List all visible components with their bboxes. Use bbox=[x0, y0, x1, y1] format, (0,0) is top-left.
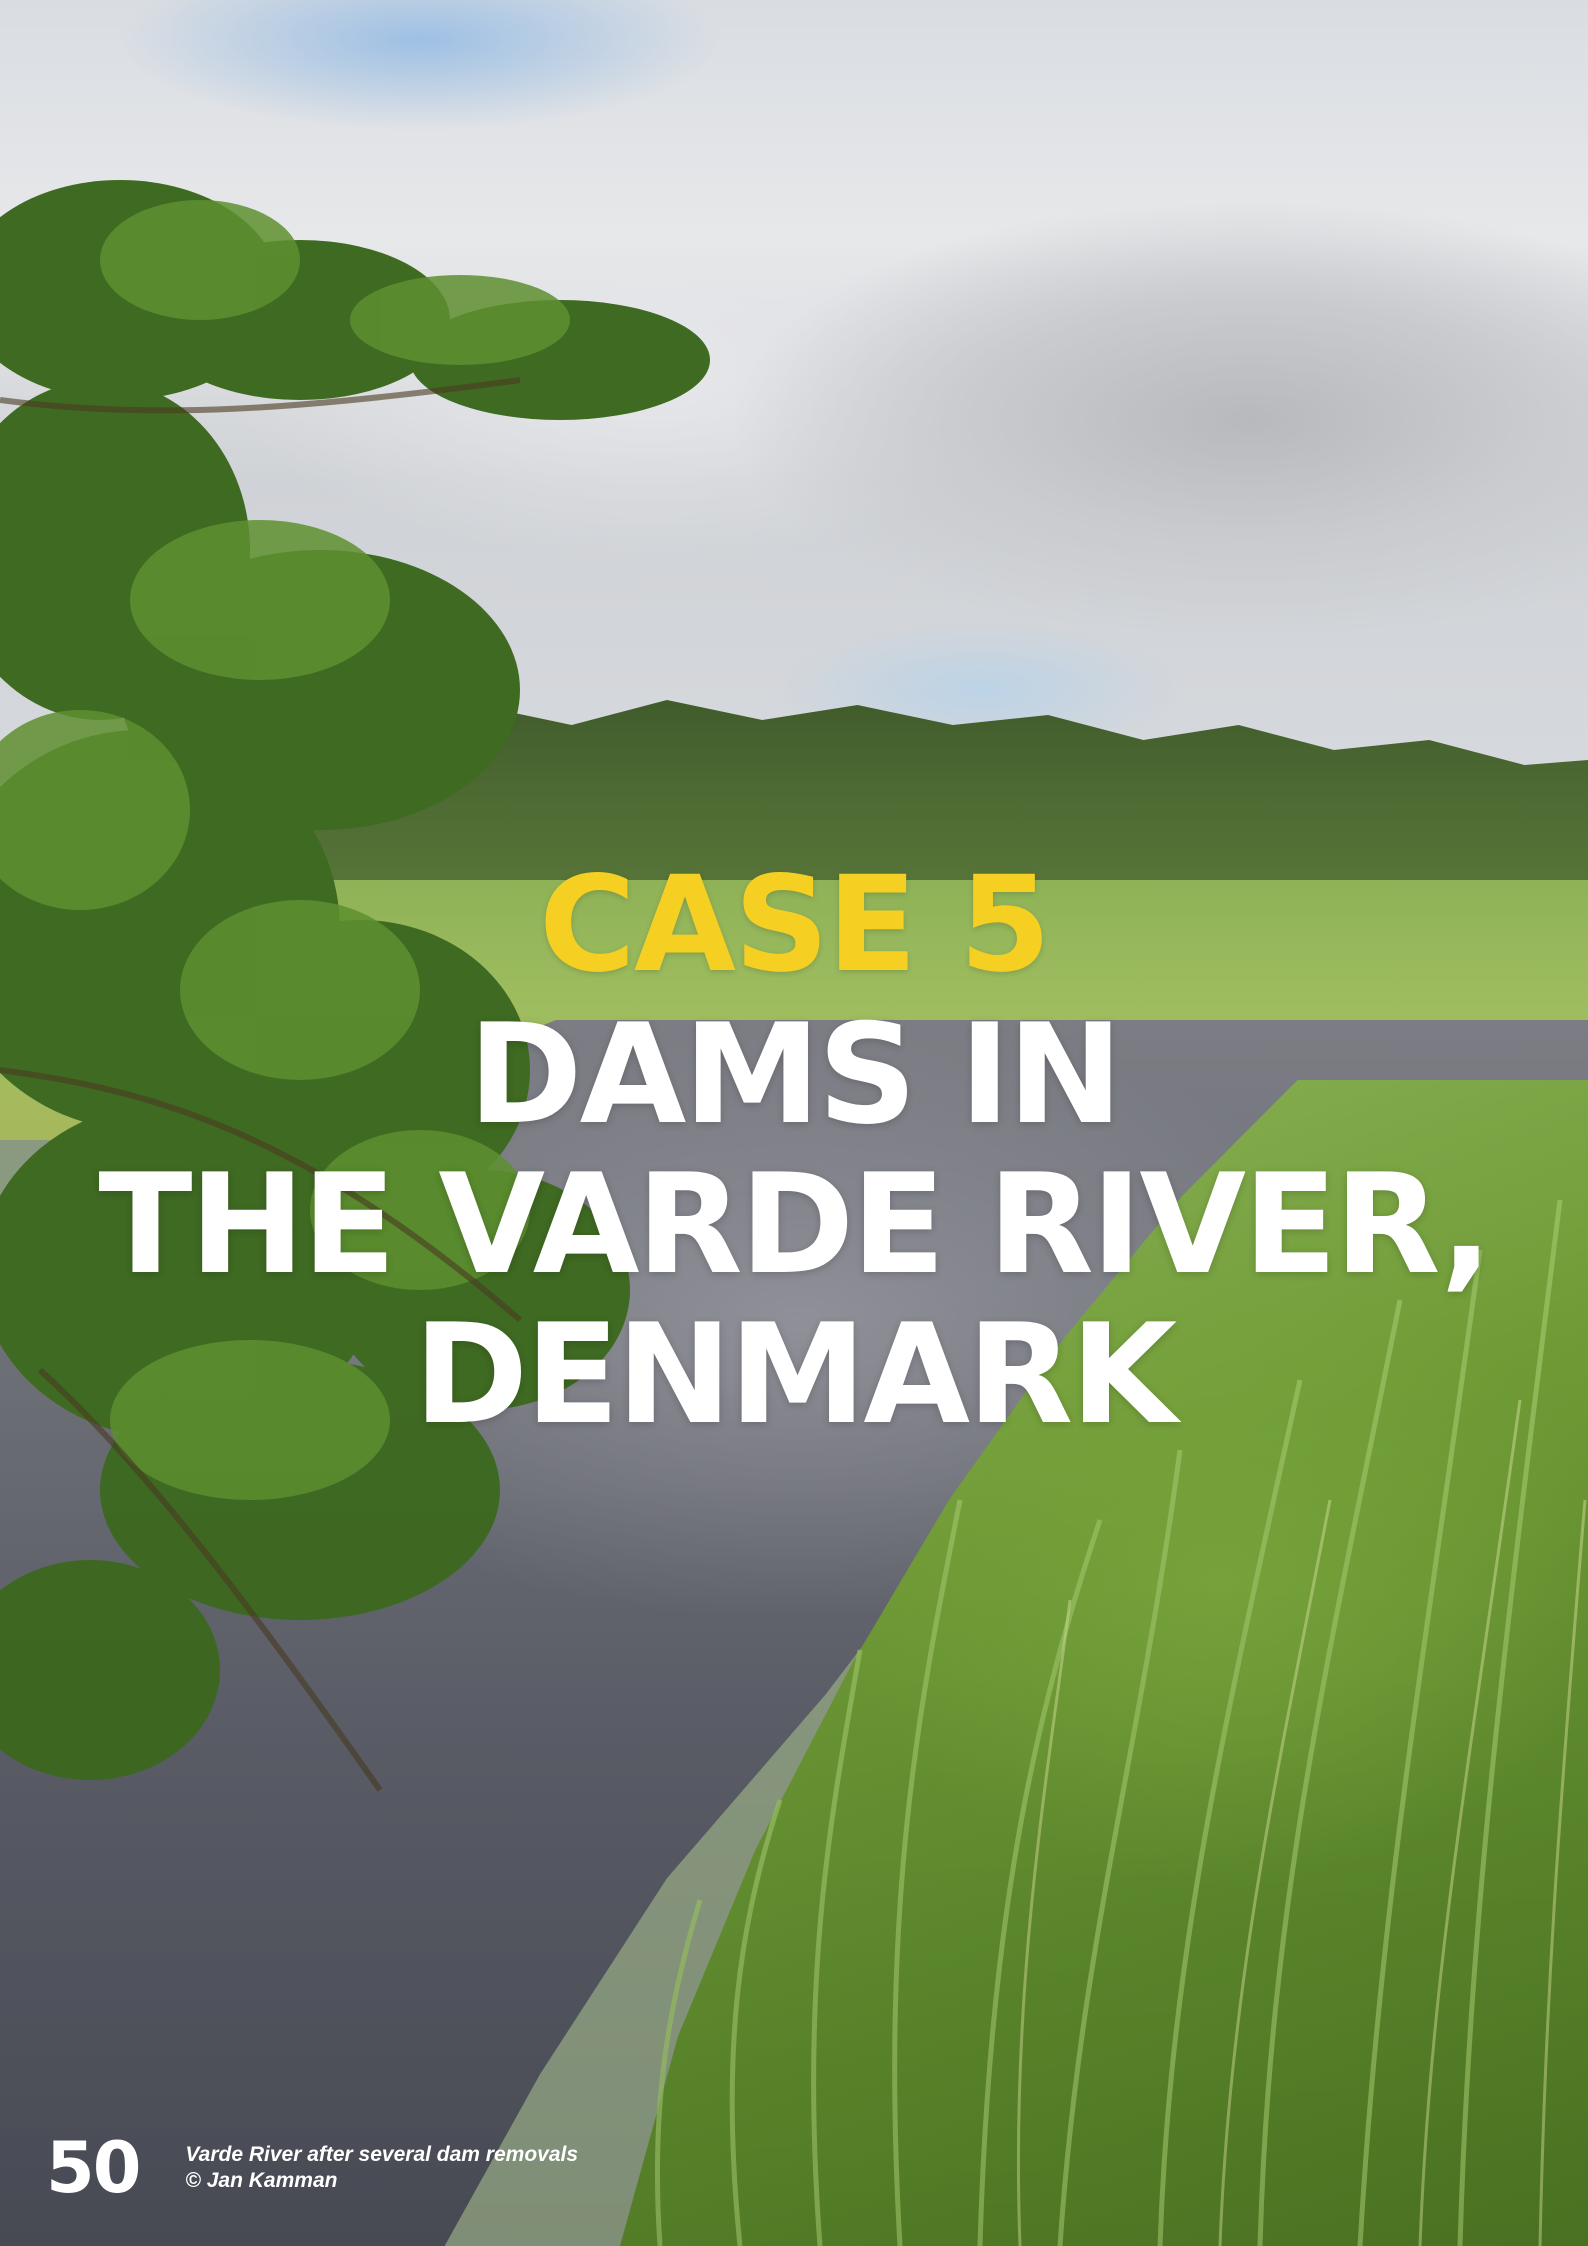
title-block: CASE 5 DAMS IN THE VARDE RIVER, DENMARK bbox=[0, 850, 1588, 1450]
page-footer: 50 Varde River after several dam removal… bbox=[46, 2128, 578, 2208]
page-number: 50 bbox=[46, 2127, 141, 2209]
caption-text: Varde River after several dam removals bbox=[185, 2143, 579, 2166]
photo-credit: © Jan Kamman bbox=[185, 2169, 338, 2192]
title-line-1: DAMS IN bbox=[468, 994, 1123, 1155]
title-line-3: DENMARK bbox=[413, 1294, 1178, 1455]
case-label: CASE 5 bbox=[538, 848, 1051, 1002]
title-line-2: THE VARDE RIVER, bbox=[98, 1144, 1492, 1305]
photo-caption: Varde River after several dam removals ©… bbox=[185, 2142, 578, 2194]
sky-photo-area bbox=[0, 0, 1588, 800]
